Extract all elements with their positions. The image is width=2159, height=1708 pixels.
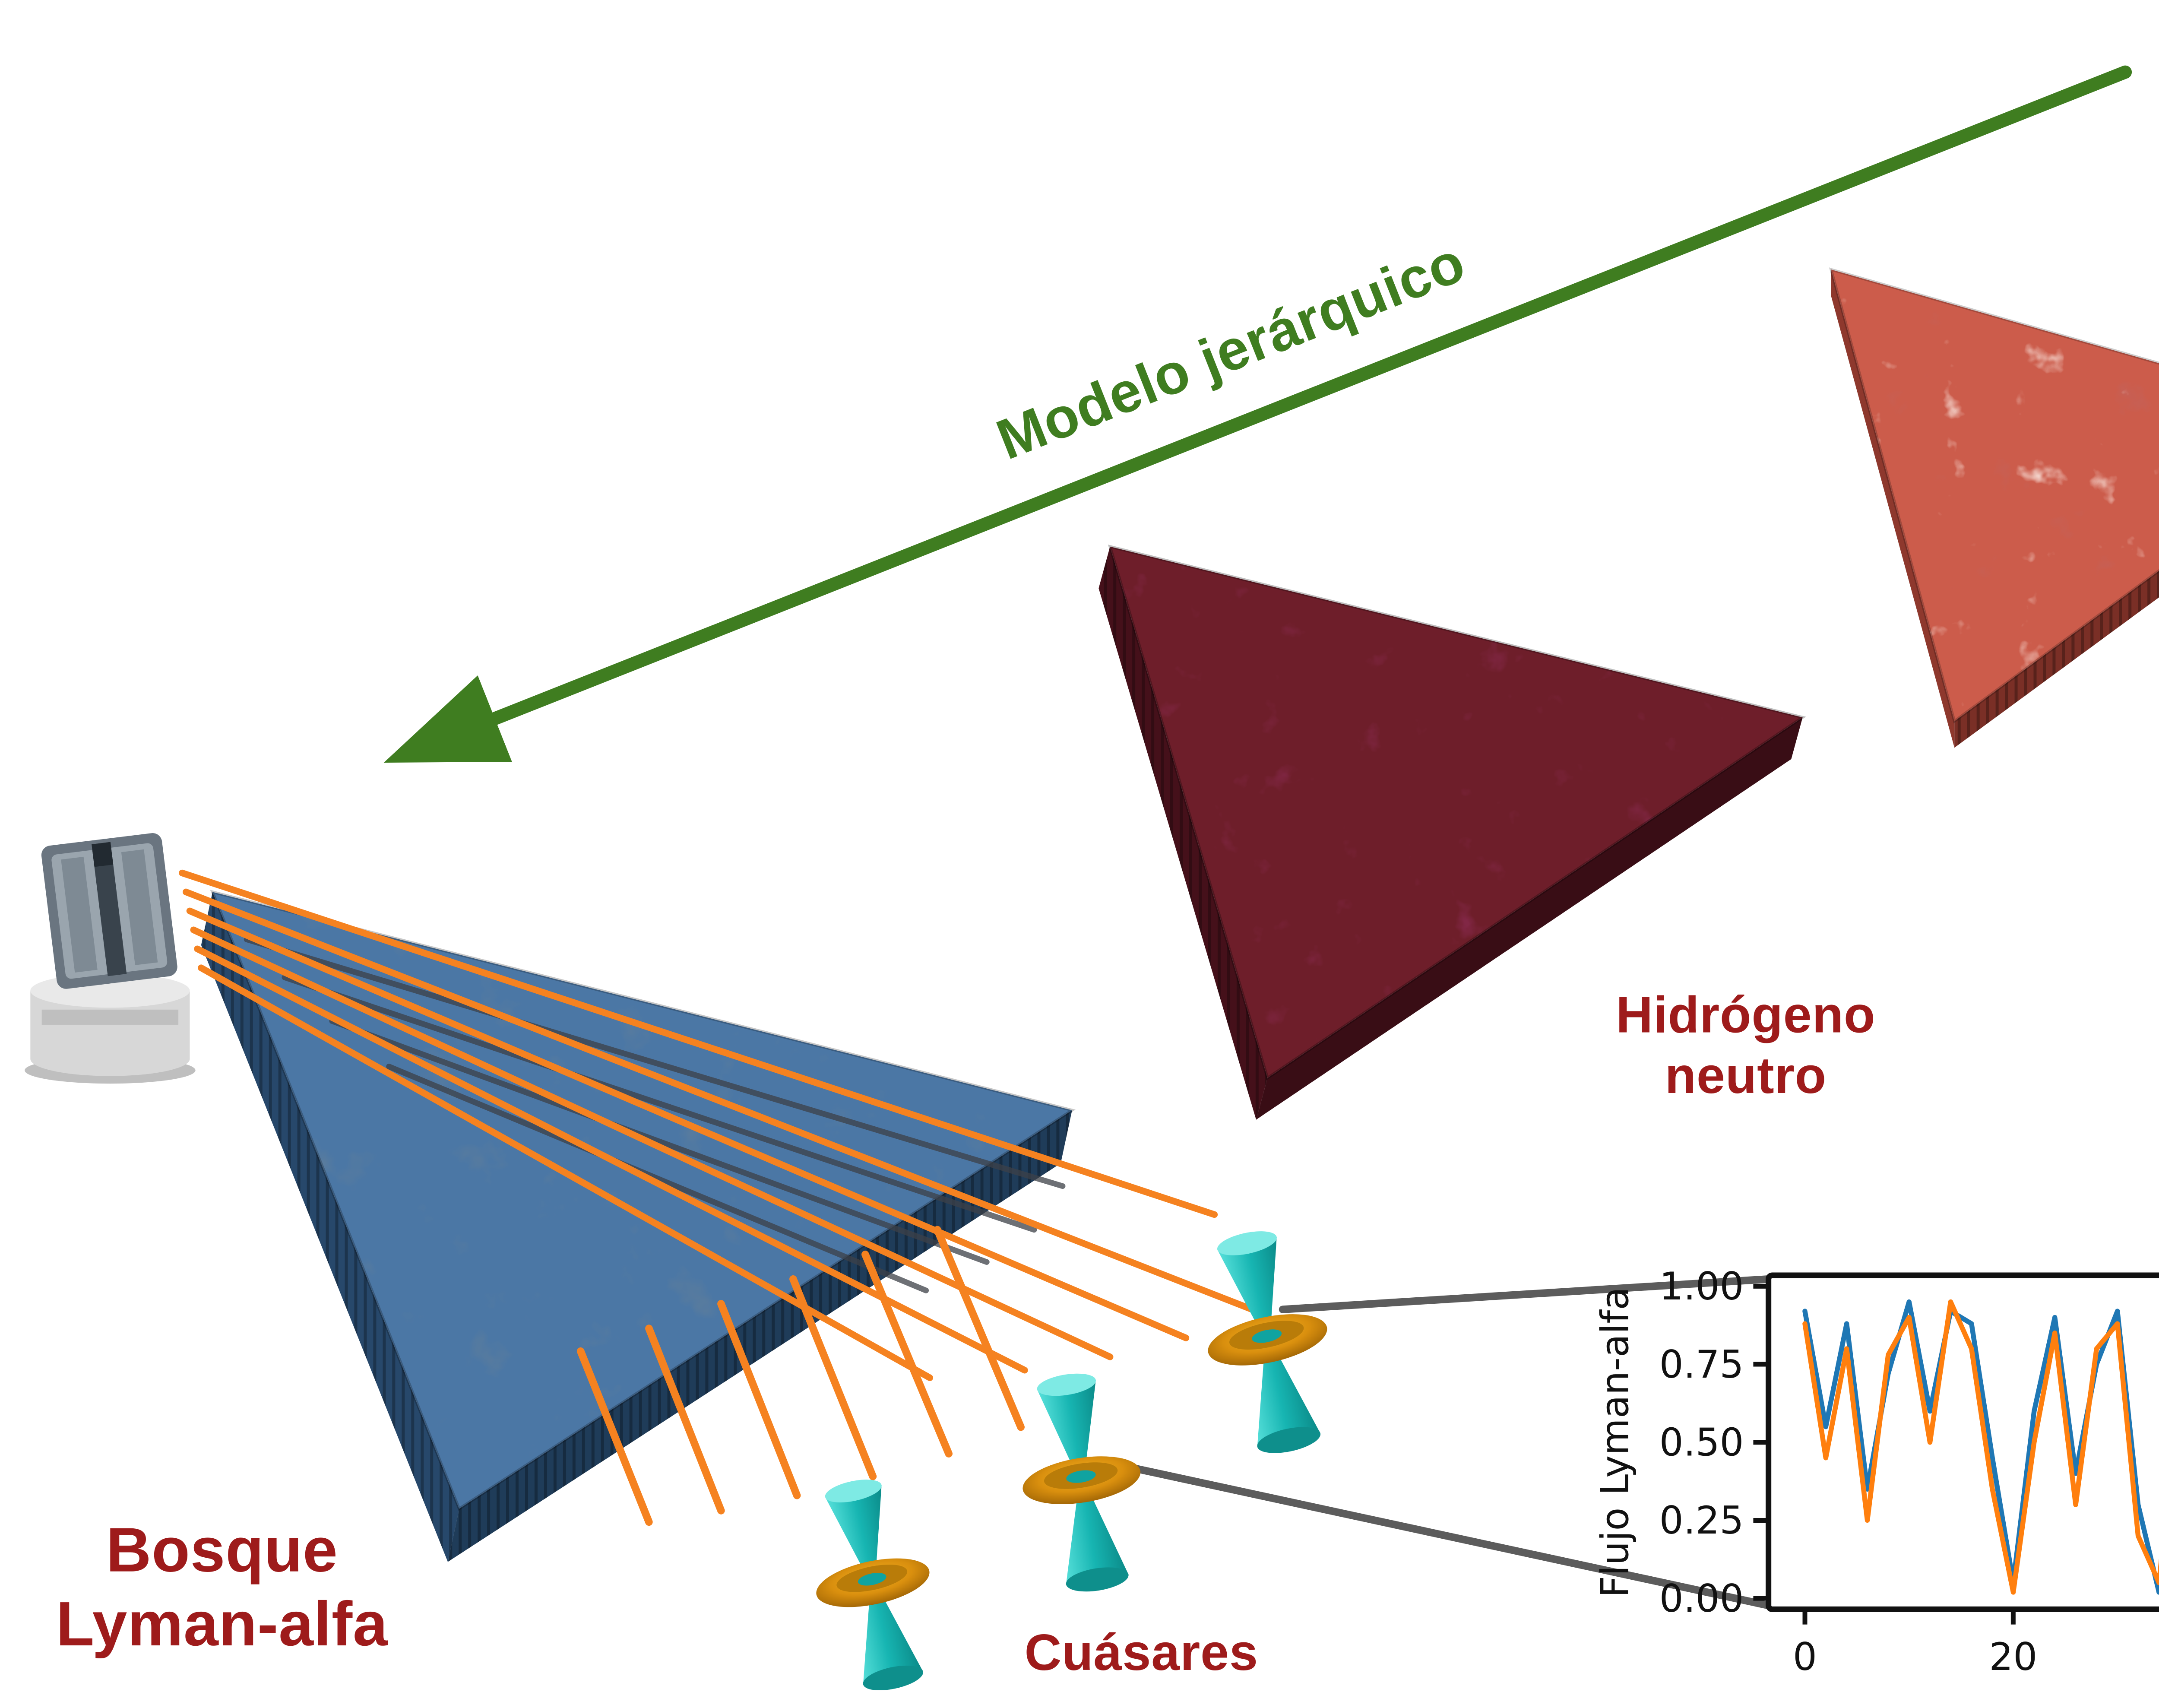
slab-side	[1831, 269, 1955, 748]
skewer-lines	[244, 936, 1066, 1293]
quasar-icon	[795, 1469, 952, 1701]
flux-chart-svg: 0.000.250.500.751.00020406080100Flujo Ly…	[1592, 1264, 2159, 1679]
y-tick-label: 0.25	[1659, 1498, 1744, 1543]
flux-chart: 0.000.250.500.751.00020406080100Flujo Ly…	[1592, 1214, 2159, 1708]
slab-face	[1831, 269, 2159, 721]
label-hidrogeno-neutro: Hidrógeno neutro	[1616, 987, 1876, 1104]
x-tick-label: 0	[1793, 1635, 1817, 1679]
y-tick-label: 1.00	[1659, 1264, 1744, 1309]
x-tick-label: 20	[1989, 1635, 2037, 1679]
sightline	[182, 888, 1265, 1317]
y-axis-label: Flujo Lyman-alfa	[1594, 1287, 1637, 1598]
skewer-line	[244, 936, 1066, 1189]
callout-line-upper	[1279, 1275, 1773, 1313]
y-tick-label: 0.50	[1659, 1420, 1744, 1465]
telescope-icon	[25, 833, 196, 1084]
skewer-line	[386, 1064, 929, 1293]
slab-side-stripes	[1098, 546, 1268, 1120]
quasar-icon	[1185, 1220, 1351, 1464]
skewer-line	[329, 1018, 990, 1265]
label-bosque-lyman-alfa: Bosque Lyman-alfa	[56, 1514, 388, 1659]
sightline	[645, 1325, 725, 1515]
slab-side-stripes	[201, 892, 459, 1562]
sightline	[717, 1300, 801, 1499]
series-Predicción	[1802, 1299, 2159, 1595]
sightline	[789, 1275, 877, 1480]
label-cuasares: Cuásares	[1024, 1624, 1258, 1682]
slab-side-stripes	[1954, 570, 2159, 748]
ionized-gas-slab	[1829, 267, 2159, 748]
quasar-icon	[1006, 1365, 1158, 1600]
slab-side	[1256, 717, 1803, 1120]
sightlines	[179, 869, 1265, 1526]
sightline	[861, 1250, 953, 1458]
y-tick-label: 0.00	[1659, 1576, 1744, 1621]
series-Simulación	[1802, 1299, 2159, 1595]
y-tick-label: 0.75	[1659, 1342, 1744, 1387]
hierarchy-arrow	[383, 65, 2132, 763]
callout-line-lower	[1115, 1461, 1773, 1610]
sightline	[934, 1226, 1025, 1431]
skewer-line	[282, 974, 1037, 1233]
sightline	[179, 869, 1218, 1218]
sightline	[186, 907, 1190, 1341]
sightline	[576, 1347, 653, 1526]
